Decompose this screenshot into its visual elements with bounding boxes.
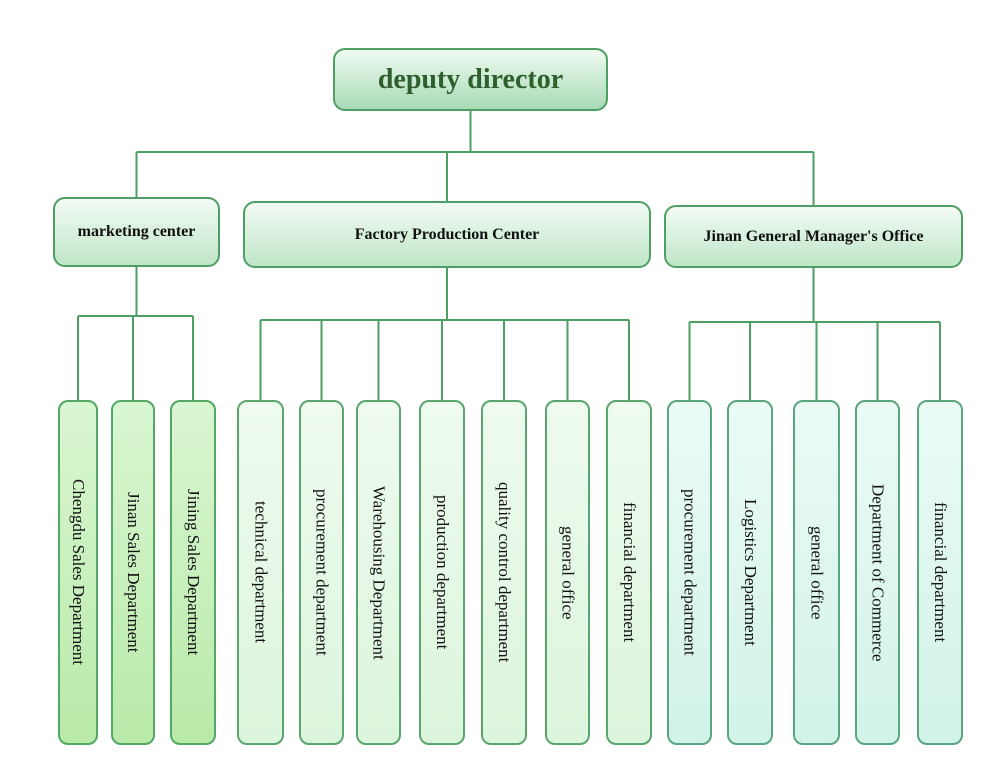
dept-jinan-sales: Jinan Sales Department <box>111 400 155 745</box>
dept-label: financial department <box>931 502 950 643</box>
dept-label: Jining Sales Department <box>184 489 203 656</box>
dept-label: Chengdu Sales Department <box>69 479 88 666</box>
dept-label: procurement department <box>680 489 700 656</box>
dept-label: quality control department <box>495 482 514 663</box>
dept-jinan-logistics: Logistics Department <box>727 400 773 745</box>
dept-label: Logistics Department <box>741 499 760 646</box>
dept-label: general office <box>558 525 578 620</box>
dept-jinan-financial: financial department <box>917 400 963 745</box>
center-node-jinan-general-manager: Jinan General Manager's Office <box>664 205 963 268</box>
dept-factory-warehousing: Warehousing Department <box>356 400 401 745</box>
dept-label: financial department <box>620 502 639 643</box>
dept-factory-procurement: procurement department <box>299 400 344 745</box>
center-node-factory-production: Factory Production Center <box>243 201 651 268</box>
dept-jining-sales: Jining Sales Department <box>170 400 216 745</box>
dept-factory-production: production department <box>419 400 465 745</box>
dept-factory-general-office: general office <box>545 400 590 745</box>
dept-jinan-general-office: general office <box>793 400 840 745</box>
dept-factory-financial: financial department <box>606 400 652 745</box>
center-node-marketing: marketing center <box>53 197 220 267</box>
dept-label: Jinan Sales Department <box>124 492 143 653</box>
dept-jinan-commerce: Department of Commerce <box>855 400 900 745</box>
dept-factory-quality-control: quality control department <box>481 400 527 745</box>
dept-chengdu-sales: Chengdu Sales Department <box>58 400 98 745</box>
dept-label: technical department <box>251 501 271 644</box>
root-node-deputy-director: deputy director <box>333 48 608 111</box>
dept-jinan-procurement: procurement department <box>667 400 712 745</box>
dept-label: Warehousing Department <box>369 485 389 660</box>
dept-label: Department of Commerce <box>868 483 888 662</box>
dept-label: production department <box>433 495 452 650</box>
dept-label: procurement department <box>312 489 332 656</box>
dept-factory-technical: technical department <box>237 400 284 745</box>
dept-label: general office <box>807 525 827 620</box>
